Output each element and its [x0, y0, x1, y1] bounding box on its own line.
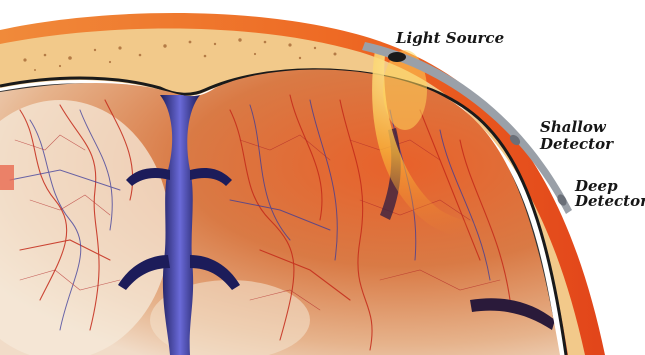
light-source-label: Light Source	[396, 31, 504, 46]
shallow-detector-label-line2: Detector	[540, 137, 613, 152]
deep-detector-label-line2: Detector	[575, 194, 645, 209]
shallow-detector-label: Shallow	[540, 120, 606, 135]
light-source-emitter	[388, 52, 406, 62]
edge-marker	[0, 165, 14, 190]
